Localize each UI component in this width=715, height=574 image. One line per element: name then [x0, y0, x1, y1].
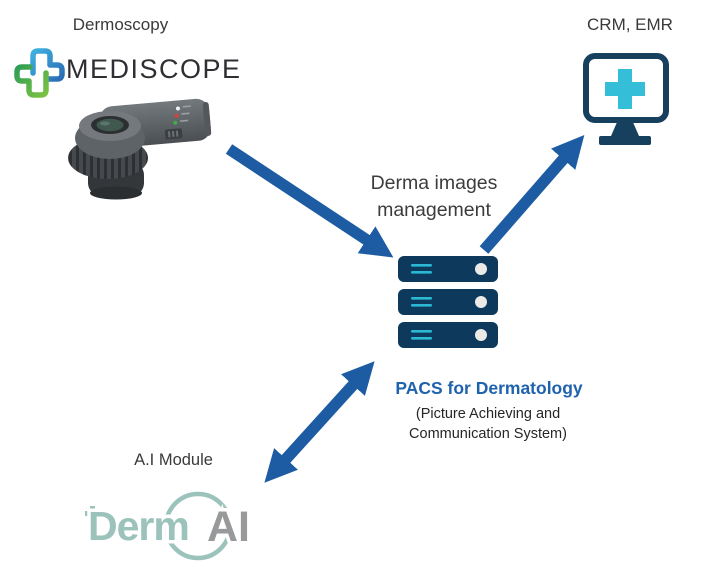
medical-cross-icon [605, 69, 645, 109]
derma-images-caption: Derma images management [328, 170, 540, 224]
dermoscopy-label: Dermoscopy [72, 15, 169, 34]
pacs-subtitle: (Picture Achieving and Communication Sys… [368, 404, 608, 444]
arrow-pacs-ai-bidirectional [264, 361, 375, 483]
crm-emr-label: CRM, EMR [587, 15, 673, 34]
dermai-circle [163, 491, 233, 561]
dermai-logo: Derm AI [85, 491, 254, 561]
arrow-pacs-to-crm-emr [479, 135, 585, 254]
caption-line-2: management [377, 199, 491, 221]
crm-emr-monitor-icon [583, 53, 669, 145]
device-lens-head [68, 111, 148, 200]
server-unit-1 [398, 256, 498, 282]
ai-module-label: A.I Module [134, 451, 213, 469]
dermoscope-device-image [68, 98, 212, 200]
pacs-server-icon [398, 256, 498, 348]
pacs-subtitle-line-1: (Picture Achieving and [415, 406, 561, 422]
pacs-subtitle-line-2: Communication System) [409, 426, 567, 442]
arrow-dermoscope-to-pacs [225, 144, 394, 258]
dermai-pixel-cross-icon [85, 506, 100, 521]
pacs-title: PACS for Dermatology [395, 378, 583, 398]
dermai-word-derm: Derm [88, 503, 189, 549]
mediscope-wordmark: MEDISCOPE [66, 54, 242, 84]
server-unit-3 [398, 322, 498, 348]
server-unit-2 [398, 289, 498, 315]
caption-line-1: Derma images [370, 172, 498, 194]
dermai-word-ai: AI [207, 503, 250, 551]
mediscope-cross-icon [14, 48, 65, 98]
